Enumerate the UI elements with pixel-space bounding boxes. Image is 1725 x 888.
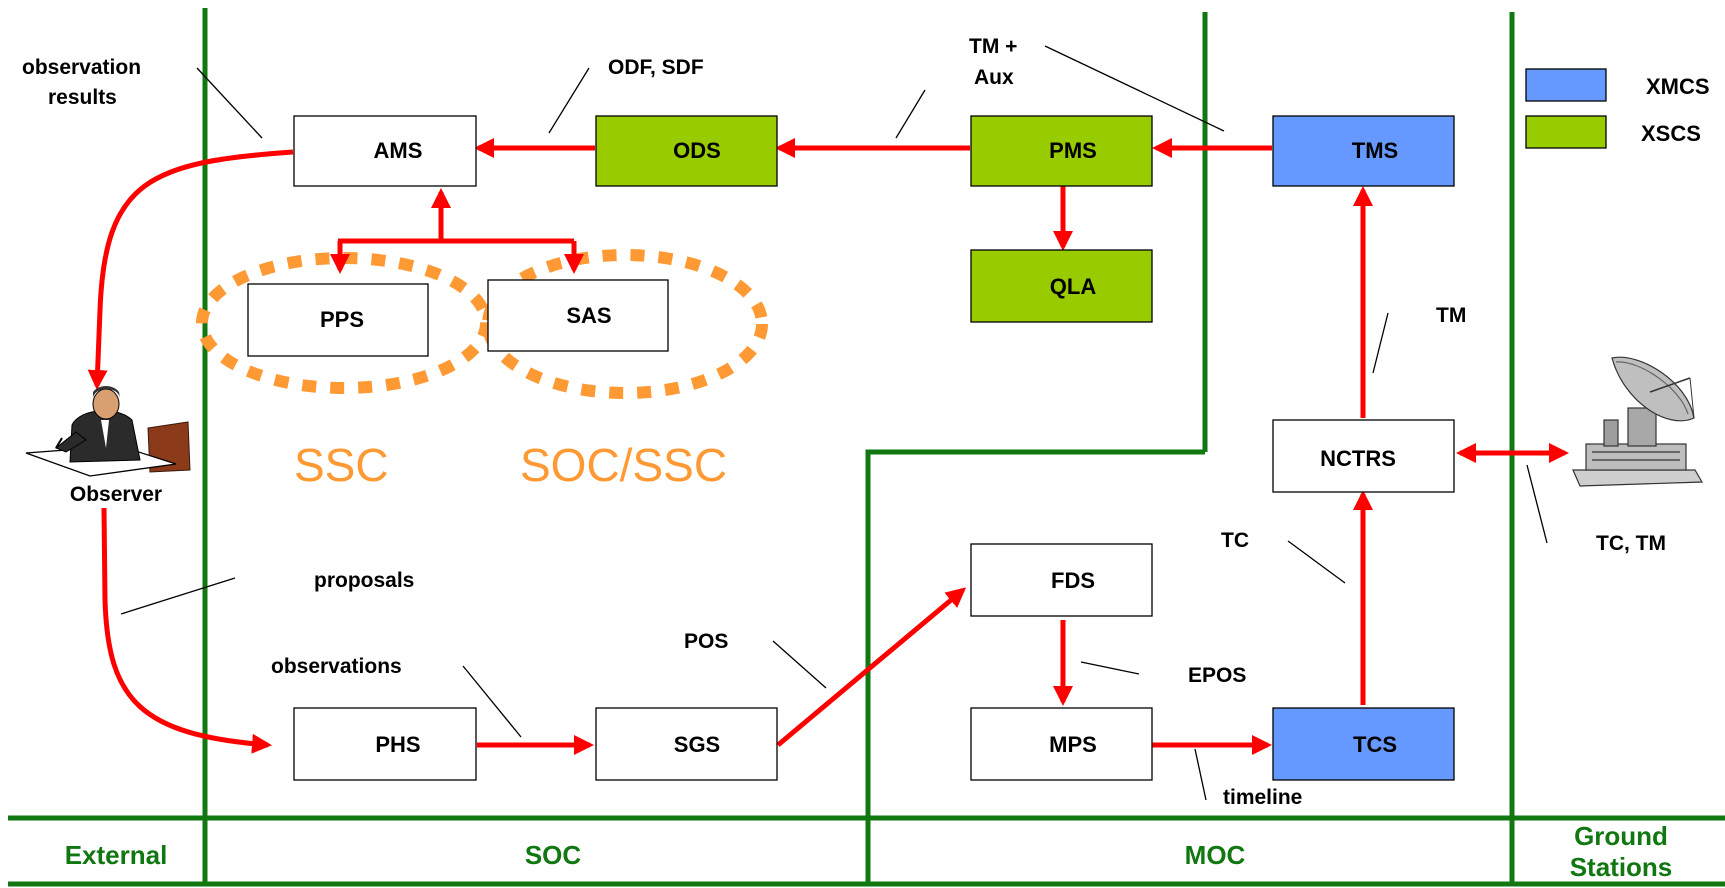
box-fds: FDS <box>970 543 1153 617</box>
satellite-dish-icon <box>1572 356 1704 487</box>
label-tc-tm: TC, TM <box>1596 532 1666 555</box>
zone-label-external: External <box>65 840 168 870</box>
label-proposals: proposals <box>314 569 414 592</box>
phs-label: PHS <box>375 732 420 757</box>
box-tcs: TCS <box>1272 707 1455 781</box>
arrow-observer-phs <box>101 507 272 754</box>
arrow-ams-observer <box>87 149 294 390</box>
boundary-soc-moc-step <box>865 449 1205 885</box>
label-observations: observations <box>271 655 402 678</box>
label-tc: TC <box>1221 529 1249 552</box>
group-labels: SSC SOC/SSC <box>294 439 727 491</box>
fds-label: FDS <box>1051 568 1095 593</box>
box-tms: TMS <box>1272 115 1455 187</box>
label-odf-sdf: ODF, SDF <box>608 56 704 79</box>
tcs-label: TCS <box>1353 732 1397 757</box>
group-label-soc-ssc: SOC/SSC <box>520 439 727 491</box>
box-sas: SAS <box>487 279 669 352</box>
observer-label: Observer <box>70 483 162 506</box>
box-ods: ODS <box>595 115 778 187</box>
box-qla: QLA <box>970 249 1153 323</box>
sas-label: SAS <box>566 303 611 328</box>
box-ams: AMS <box>293 115 477 187</box>
box-mps: MPS <box>970 707 1153 781</box>
box-pps: PPS <box>247 283 429 357</box>
box-nctrs: NCTRS <box>1272 419 1455 493</box>
pps-label: PPS <box>320 307 364 332</box>
pointer-tm <box>1372 312 1389 374</box>
pointer-pos <box>772 640 827 689</box>
mps-label: MPS <box>1049 732 1097 757</box>
pointer-epos <box>1080 661 1140 675</box>
pointer-proposals <box>120 577 236 615</box>
label-epos: EPOS <box>1188 664 1246 687</box>
pointer-tc <box>1287 540 1346 584</box>
group-label-ssc: SSC <box>294 439 389 491</box>
zone-label-ground-2: Stations <box>1570 852 1673 882</box>
ams-label: AMS <box>374 138 423 163</box>
pointer-observations <box>462 665 522 738</box>
pointer-odf-sdf <box>548 67 590 134</box>
system-boxes: AMS ODS PMS TMS QLA PPS SAS NCTRS <box>247 115 1455 781</box>
flow-arrows <box>87 138 1569 755</box>
pointer-tc-tm <box>1526 464 1548 544</box>
observer-figure: Observer <box>25 386 191 506</box>
sgs-label: SGS <box>674 732 720 757</box>
label-observation-results-2: results <box>48 86 117 109</box>
pointer-timeline <box>1194 748 1207 801</box>
legend-swatch-xscs <box>1525 115 1607 149</box>
label-pos: POS <box>684 630 728 653</box>
legend-label-xmcs: XMCS <box>1646 74 1710 99</box>
pointer-tm-aux <box>895 89 926 139</box>
ods-label: ODS <box>673 138 721 163</box>
label-observation-results-1: observation <box>22 56 141 79</box>
arrow-sgs-fds <box>776 587 967 747</box>
qla-label: QLA <box>1050 274 1097 299</box>
zone-label-soc: SOC <box>525 840 582 870</box>
legend-label-xscs: XSCS <box>1641 121 1701 146</box>
label-tm-aux-2: Aux <box>974 66 1014 89</box>
legend: XMCS XSCS <box>1525 68 1710 149</box>
legend-swatch-xmcs <box>1525 68 1607 102</box>
pms-label: PMS <box>1049 138 1097 163</box>
nctrs-label: NCTRS <box>1320 446 1396 471</box>
zone-boundaries <box>8 8 1725 887</box>
pointer-tm-aux-tms <box>1044 45 1225 132</box>
label-tm-aux-1: TM + <box>969 35 1017 58</box>
box-pms: PMS <box>970 115 1153 187</box>
label-pointers <box>120 45 1548 801</box>
observer-icon <box>25 386 191 477</box>
zone-label-moc: MOC <box>1185 840 1246 870</box>
label-timeline: timeline <box>1223 786 1302 809</box>
zone-labels: External SOC MOC Ground Stations <box>65 821 1673 882</box>
pointer-observation-results <box>196 67 263 139</box>
tms-label: TMS <box>1352 138 1398 163</box>
box-sgs: SGS <box>595 707 778 781</box>
box-phs: PHS <box>293 707 477 781</box>
flow-labels: observation results ODF, SDF TM + Aux TM… <box>22 35 1666 809</box>
label-tm: TM <box>1436 304 1466 327</box>
soc-ssc-ellipse <box>482 249 768 399</box>
zone-label-ground-1: Ground <box>1574 821 1668 851</box>
